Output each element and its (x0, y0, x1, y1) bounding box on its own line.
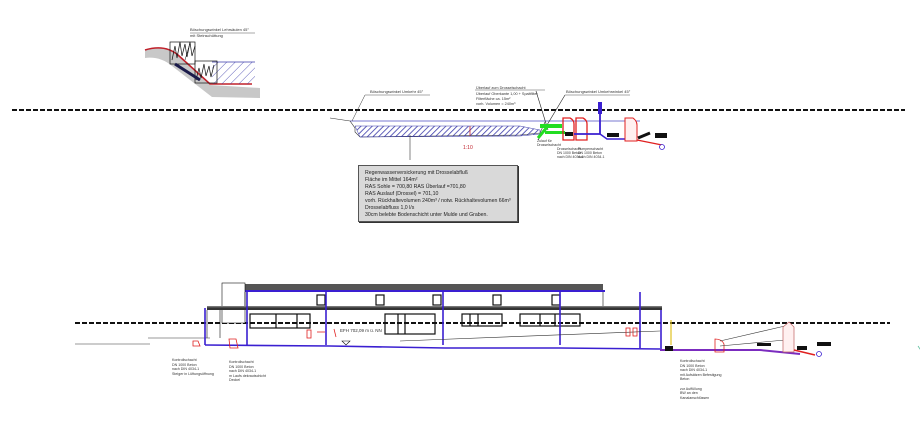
slope-detail-label-2: mit Steinschüttung (190, 33, 223, 38)
swale-hatch (354, 125, 541, 138)
stone-box-upper (169, 41, 196, 65)
note-manhole-2: Kontrollschacht DN 1000 Beton nach DIN 4… (229, 360, 266, 383)
overflow-label-1: Überlauf zum Drosselschacht (476, 86, 527, 90)
elevation-marker-icon (341, 340, 351, 346)
inlet-label-1: Zulauf für (537, 139, 553, 143)
outlet-point-lower (816, 351, 822, 357)
slope-ground-line (144, 47, 252, 85)
slope-label-left: Böschungswinkel Umkehr 45° (370, 89, 424, 94)
info-line: vorh. Rückhaltevolumen 240m³ / notw. Rüc… (365, 198, 511, 204)
swale-section: 1:10 Böschungswinkel Umkehr 45° Überlauf… (329, 86, 667, 160)
info-box: Regenwasserversickerung mit Drosselabflu… (358, 165, 518, 222)
info-line: RAS Sohle = 700,80 RAS Überlauf =701,80 (365, 184, 466, 190)
overflow-label-4: vorh. Volumen = 240m³ (476, 102, 516, 106)
slope-label-right: Böschungswinkel Umkehrwinkel 45° (566, 89, 631, 94)
info-line: Fläche im Mittel 164m² (365, 177, 418, 183)
water-hatch (212, 62, 255, 84)
elevation-label: EFH 702,09 m ü. NN (340, 328, 382, 333)
info-line: 30cm belebte Bodenschicht unter Mulde un… (365, 212, 488, 218)
overflow-label-3: Filterfläche ca. 15m² (476, 97, 511, 101)
floor-slab (207, 306, 662, 310)
roof-upper (245, 284, 603, 292)
pump-label-3: nach DIN 4034-1 (578, 155, 605, 159)
inlet-pipe (545, 131, 565, 134)
outlet-point (659, 144, 665, 150)
info-line: RAS Auslauf (Drossel) = 701,10 (365, 191, 439, 197)
inlet-label-2: Drosselschacht (537, 143, 561, 147)
info-line: Drosselabfluss 1,0 l/s (365, 205, 415, 211)
manhole-right (782, 321, 795, 353)
note-manhole-1: Kontrollschacht DN 1000 Beton nach DIN 4… (172, 358, 214, 376)
manhole-shaft (624, 117, 638, 142)
throttle-label-1: Drosselschacht (557, 147, 581, 151)
overflow-pipe (540, 124, 562, 128)
slope-ground-fill (145, 47, 260, 98)
pump-label-2: DN 1000 Beton (578, 151, 602, 155)
outflow-pipe (660, 349, 801, 355)
throttle-label-2: DN 1000 Beton (557, 151, 581, 155)
info-line: Regenwasserversickerung mit Drosselabflu… (365, 170, 468, 176)
pump-label-1: Pumpenschacht (578, 147, 603, 151)
overflow-label-2: Überlauf Oberkante 1,00 + Spaltfilter (476, 92, 538, 96)
stone-box-lower (194, 60, 218, 84)
slope-ratio: 1:10 (463, 145, 473, 151)
note-manhole-3: Kontrollschacht DN 1000 Beton nach DIN 4… (680, 359, 722, 400)
slope-detail: Böschungswinkel Lehrsäulen 45° mit Stein… (144, 27, 260, 98)
building-section: EFH 702,09 m ü. NN (75, 282, 920, 357)
throttle-label-3: nach DIN 4034-1 (557, 155, 584, 159)
collector-pipe (204, 344, 661, 350)
slope-detail-label-1: Böschungswinkel Lehrsäulen 45° (190, 27, 249, 32)
